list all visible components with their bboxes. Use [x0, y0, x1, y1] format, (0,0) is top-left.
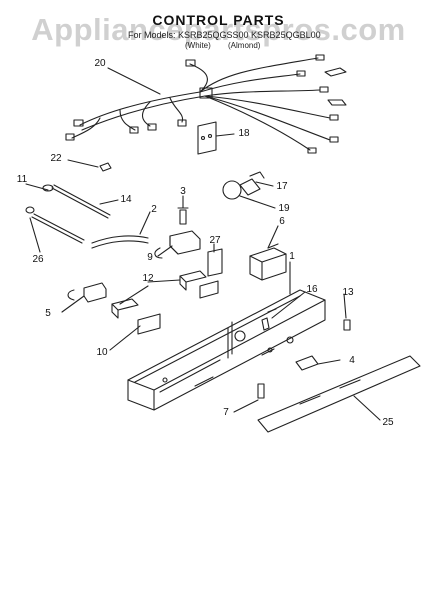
part-3 — [179, 209, 187, 225]
color-left: (White) — [185, 41, 211, 50]
callout-6: 6 — [279, 216, 285, 227]
part-17 — [239, 178, 261, 196]
part-19 — [222, 180, 242, 200]
callout-18: 18 — [238, 128, 250, 139]
part-22 — [99, 162, 112, 172]
color-right: (Almond) — [228, 41, 261, 50]
callout-11: 11 — [17, 174, 28, 185]
callout-19: 19 — [278, 203, 290, 214]
part-18 — [197, 121, 217, 155]
callout-25: 25 — [382, 417, 394, 428]
diagram-title: CONTROL PARTS — [152, 12, 285, 28]
part-2 — [91, 235, 149, 244]
part-7 — [257, 383, 265, 399]
callout-2: 2 — [151, 204, 157, 215]
callout-27: 27 — [209, 235, 221, 246]
callout-10: 10 — [96, 347, 108, 358]
part-6 — [249, 247, 287, 281]
callout-17: 17 — [276, 181, 288, 192]
part-14 — [51, 187, 109, 219]
callout-16: 16 — [306, 284, 318, 295]
part-5 — [83, 282, 107, 303]
wire-harness — [65, 54, 347, 154]
part-10 — [137, 313, 161, 335]
callout-22: 22 — [50, 153, 62, 164]
callout-7: 7 — [223, 407, 229, 418]
model-line: For Models: KSRB25QGSS00 KSRB25QGBL00 — [128, 30, 321, 40]
callout-13: 13 — [342, 287, 354, 298]
part-27 — [207, 248, 223, 277]
callout-14: 14 — [120, 194, 132, 205]
part-16 — [261, 317, 270, 331]
part-13 — [343, 319, 351, 331]
callout-1: 1 — [289, 251, 295, 262]
part-12 — [179, 270, 207, 283]
callout-12: 12 — [142, 273, 154, 284]
callout-4: 4 — [349, 355, 355, 366]
part-1 — [127, 289, 326, 411]
watermark: Appliancepartspros.com — [31, 12, 406, 47]
callout-9: 9 — [147, 252, 153, 263]
callout-3: 3 — [180, 186, 186, 197]
part-4 — [295, 355, 319, 371]
callout-5: 5 — [45, 308, 51, 319]
callout-20: 20 — [94, 58, 106, 69]
callout-26: 26 — [32, 254, 44, 265]
part-25 — [257, 355, 421, 433]
